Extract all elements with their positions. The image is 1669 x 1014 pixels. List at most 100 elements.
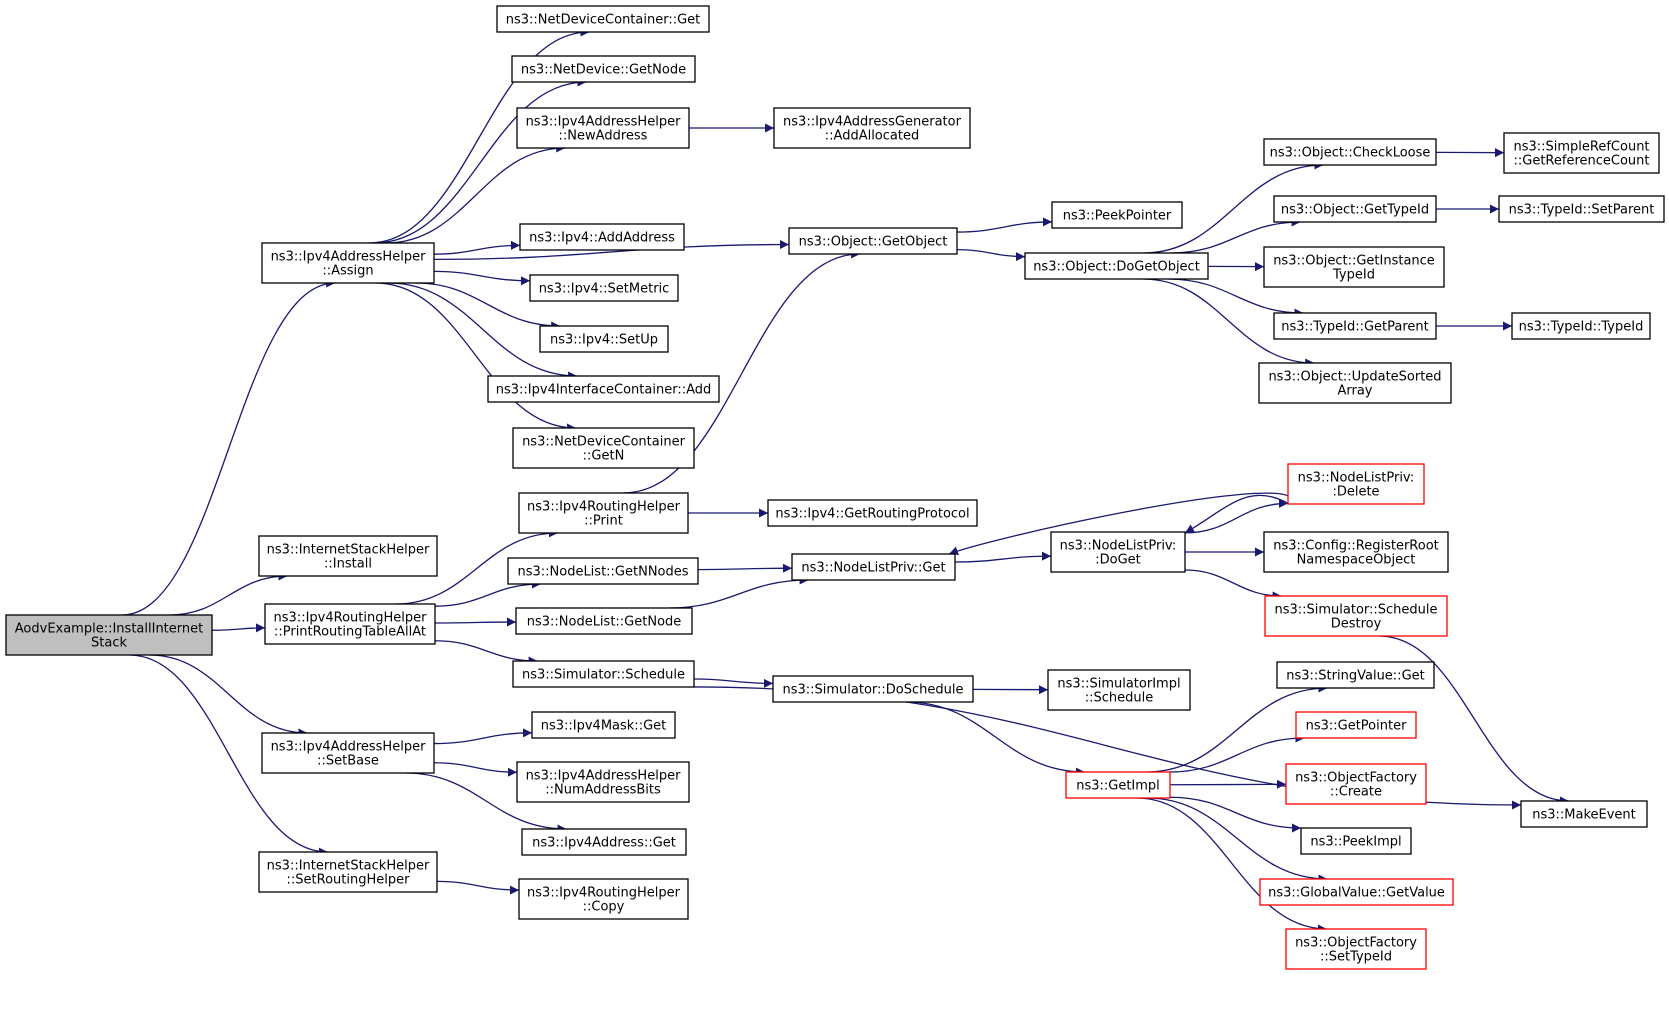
node-label-line: ns3::Ipv4::SetMetric bbox=[539, 282, 670, 297]
node-ipv4-setmetric[interactable]: ns3::Ipv4::SetMetric bbox=[529, 274, 679, 302]
node-ndc-get[interactable]: ns3::NetDeviceContainer::Get bbox=[496, 5, 710, 33]
node-nl-getnode[interactable]: ns3::NodeList::GetNode bbox=[515, 607, 693, 635]
node-irh-prta[interactable]: ns3::Ipv4RoutingHelper::PrintRoutingTabl… bbox=[264, 603, 436, 645]
node-sv-get[interactable]: ns3::StringValue::Get bbox=[1276, 661, 1435, 689]
node-label-line: ns3::NetDeviceContainer::Get bbox=[506, 13, 701, 28]
node-box bbox=[539, 325, 669, 353]
edge-root-to-iah_assign bbox=[121, 278, 336, 616]
edge-arrow bbox=[1136, 797, 1327, 934]
node-label-line: ns3::SimulatorImpl bbox=[1057, 677, 1180, 692]
node-label-line: ns3::InternetStackHelper bbox=[267, 859, 430, 874]
node-makeevent[interactable]: ns3::MakeEvent bbox=[1520, 800, 1648, 828]
edge-irh_prta-to-nl_getnnodes bbox=[434, 579, 541, 607]
node-box bbox=[1264, 595, 1448, 637]
node-peekpointer[interactable]: ns3::PeekPointer bbox=[1051, 201, 1183, 229]
node-iah-newaddr[interactable]: ns3::Ipv4AddressHelper::NewAddress bbox=[516, 107, 690, 149]
node-label-line: ::Copy bbox=[583, 900, 625, 915]
node-label-line: TypeId bbox=[1332, 268, 1375, 283]
edge-iah_assign-to-ndc_getn bbox=[375, 282, 576, 433]
node-nd-getnode[interactable]: ns3::NetDevice::GetNode bbox=[511, 55, 696, 83]
node-ipv4addr-get[interactable]: ns3::Ipv4Address::Get bbox=[521, 828, 687, 856]
node-getimpl[interactable]: ns3::GetImpl bbox=[1065, 771, 1171, 799]
edge-irh_prta-to-nl_getnode bbox=[434, 617, 517, 627]
node-of-settypeid[interactable]: ns3::ObjectFactory::SetTypeId bbox=[1285, 928, 1427, 970]
edge-arrow bbox=[956, 248, 1026, 262]
node-label-line: ns3::Ipv4RoutingHelper bbox=[274, 611, 428, 626]
node-ndc-getn[interactable]: ns3::NetDeviceContainer::GetN bbox=[512, 427, 695, 469]
node-nlp-get[interactable]: ns3::NodeListPriv::Get bbox=[791, 553, 956, 581]
node-box bbox=[529, 274, 679, 302]
node-simimpl-sched[interactable]: ns3::SimulatorImpl::Schedule bbox=[1047, 669, 1191, 711]
node-iah-assign[interactable]: ns3::Ipv4AddressHelper::Assign bbox=[261, 242, 435, 284]
node-obj-checkloose[interactable]: ns3::Object::CheckLoose bbox=[1263, 138, 1437, 166]
node-box bbox=[1276, 661, 1435, 689]
edge-sim_doschedule-to-getimpl bbox=[906, 701, 1085, 777]
node-irh-print[interactable]: ns3::Ipv4RoutingHelper::Print bbox=[518, 492, 689, 534]
node-label-line: ns3::InternetStackHelper bbox=[267, 543, 430, 558]
node-nlp-doget[interactable]: ns3::NodeListPriv::DoGet bbox=[1050, 531, 1186, 573]
edge-arrow bbox=[385, 143, 566, 244]
node-label-line: ::GetReferenceCount bbox=[1514, 154, 1650, 169]
node-box bbox=[1258, 362, 1452, 404]
node-peekimpl[interactable]: ns3::PeekImpl bbox=[1300, 827, 1412, 855]
node-src-getrefcount[interactable]: ns3::SimpleRefCount::GetReferenceCount bbox=[1503, 132, 1660, 174]
node-tid-setparent[interactable]: ns3::TypeId::SetParent bbox=[1498, 195, 1665, 223]
node-label-line: Destroy bbox=[1331, 617, 1382, 632]
node-ish-setrh[interactable]: ns3::InternetStackHelper::SetRoutingHelp… bbox=[258, 851, 438, 893]
node-box bbox=[507, 557, 699, 585]
node-ish-install[interactable]: ns3::InternetStackHelper::Install bbox=[258, 535, 438, 577]
node-nl-getnnodes[interactable]: ns3::NodeList::GetNNodes bbox=[507, 557, 699, 585]
edge-ish_setrh-to-irh_copy bbox=[436, 880, 520, 895]
edge-iah_assign-to-iic_add bbox=[388, 282, 578, 381]
node-label-line: ::SetTypeId bbox=[1320, 950, 1392, 965]
node-iah-setbase[interactable]: ns3::Ipv4AddressHelper::SetBase bbox=[261, 732, 435, 774]
edge-iah_setbase-to-iah_numaddrbits bbox=[433, 762, 518, 777]
node-label-line: ns3::TypeId::TypeId bbox=[1519, 320, 1644, 335]
node-sim-doschedule[interactable]: ns3::Simulator::DoSchedule bbox=[772, 675, 974, 703]
edge-sim_schedule-to-sim_doschedule bbox=[693, 678, 774, 688]
node-box bbox=[1511, 312, 1651, 340]
edge-arrow bbox=[1143, 160, 1324, 254]
node-box bbox=[258, 851, 438, 893]
node-box bbox=[496, 5, 710, 33]
node-of-create[interactable]: ns3::ObjectFactory::Create bbox=[1285, 763, 1427, 805]
node-obj-dogetobject[interactable]: ns3::Object::DoGetObject bbox=[1024, 252, 1209, 280]
node-label-line: ns3::ObjectFactory bbox=[1295, 936, 1417, 951]
edge-arrow bbox=[1184, 569, 1282, 601]
node-ipv4-addaddr[interactable]: ns3::Ipv4::AddAddress bbox=[519, 223, 685, 251]
node-box bbox=[518, 492, 689, 534]
node-box bbox=[519, 223, 685, 251]
node-ipv4-getrp[interactable]: ns3::Ipv4::GetRoutingProtocol bbox=[767, 499, 978, 527]
node-ipv4mask-get[interactable]: ns3::Ipv4Mask::Get bbox=[531, 711, 676, 739]
edge-arrow bbox=[1379, 635, 1570, 806]
edge-iah_setbase-to-ipv4mask_get bbox=[433, 728, 533, 745]
node-ipv4-setup[interactable]: ns3::Ipv4::SetUp bbox=[539, 325, 669, 353]
node-obj-getobject[interactable]: ns3::Object::GetObject bbox=[788, 227, 958, 255]
edge-arrow bbox=[434, 640, 538, 666]
node-label-line: ns3::NodeListPriv::Get bbox=[801, 561, 945, 576]
node-label-line: ns3::Ipv4AddressHelper bbox=[526, 115, 682, 130]
edge-iah_assign-to-ipv4_addaddr bbox=[433, 240, 521, 255]
node-getpointer[interactable]: ns3::GetPointer bbox=[1295, 711, 1417, 739]
node-iah-numaddrbits[interactable]: ns3::Ipv4AddressHelper::NumAddressBits bbox=[516, 761, 690, 803]
node-iag-addalloc[interactable]: ns3::Ipv4AddressGenerator::AddAllocated bbox=[773, 107, 971, 149]
node-tid-getparent[interactable]: ns3::TypeId::GetParent bbox=[1273, 312, 1437, 340]
node-label-line: ns3::Simulator::Schedule bbox=[522, 668, 685, 683]
node-tid-typeid[interactable]: ns3::TypeId::TypeId bbox=[1511, 312, 1651, 340]
node-irh-copy[interactable]: ns3::Ipv4RoutingHelper::Copy bbox=[518, 878, 689, 920]
node-obj-gettypeid[interactable]: ns3::Object::GetTypeId bbox=[1273, 195, 1437, 223]
node-sim-schedule[interactable]: ns3::Simulator::Schedule bbox=[512, 660, 695, 688]
node-box bbox=[1273, 312, 1437, 340]
node-box bbox=[261, 242, 435, 284]
edge-arrow bbox=[374, 77, 587, 244]
edge-arrow bbox=[405, 772, 567, 834]
node-gv-getvalue[interactable]: ns3::GlobalValue::GetValue bbox=[1259, 878, 1454, 906]
edge-obj_dogetobject-to-obj_updsorted bbox=[1142, 278, 1315, 368]
node-nlp-delete[interactable]: ns3::NodeListPriv::Delete bbox=[1287, 463, 1425, 505]
node-iic-add[interactable]: ns3::Ipv4InterfaceContainer::Add bbox=[487, 375, 720, 403]
